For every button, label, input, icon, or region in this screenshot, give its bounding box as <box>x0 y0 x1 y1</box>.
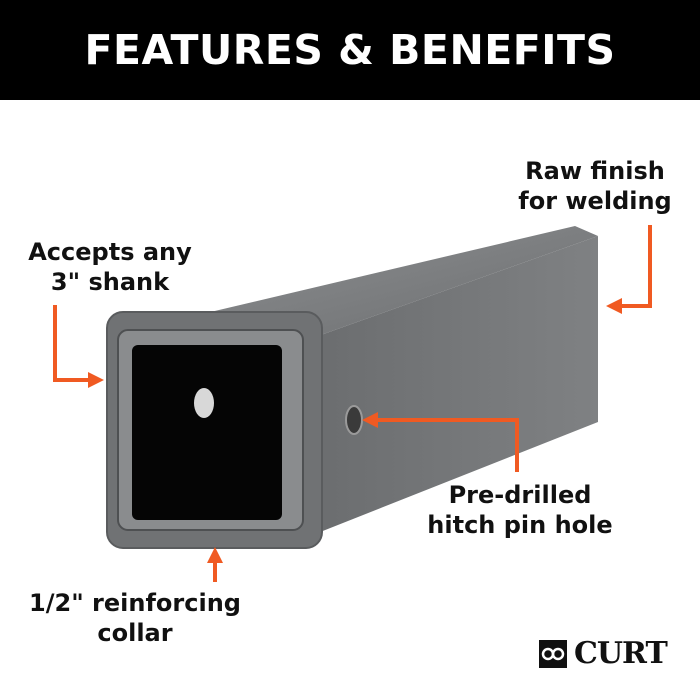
callout-pin-hole: Pre-drilled hitch pin hole <box>420 480 620 540</box>
callout-text: collar <box>97 619 173 647</box>
header-banner: FEATURES & BENEFITS <box>0 0 700 100</box>
curt-logo: CURT <box>538 636 668 671</box>
brand-name: CURT <box>574 636 668 671</box>
callout-text: Pre-drilled <box>448 481 592 509</box>
curt-emblem-icon <box>539 639 567 668</box>
arrow-pin-hole <box>362 412 519 472</box>
page-title: FEATURES & BENEFITS <box>84 26 616 74</box>
callout-text: Raw finish <box>525 157 665 185</box>
callout-collar: 1/2" reinforcing collar <box>20 588 250 648</box>
tube-opening <box>132 345 282 520</box>
callout-text: Accepts any <box>28 238 192 266</box>
callout-text: hitch pin hole <box>427 511 613 539</box>
callout-accepts-shank: Accepts any 3" shank <box>20 237 200 297</box>
arrow-raw-finish <box>606 225 652 314</box>
callout-raw-finish: Raw finish for welding <box>510 156 680 216</box>
callout-arrows <box>53 225 652 582</box>
callout-text: for welding <box>518 187 672 215</box>
arrow-accepts-shank <box>53 305 104 388</box>
callout-text: 1/2" reinforcing <box>29 589 241 617</box>
callout-text: 3" shank <box>50 268 170 296</box>
tube-side-face <box>300 236 598 540</box>
receiver-tube <box>106 226 598 549</box>
side-pin-hole <box>345 405 363 435</box>
tube-top-face <box>185 226 598 336</box>
inner-pin-hole <box>194 388 214 418</box>
